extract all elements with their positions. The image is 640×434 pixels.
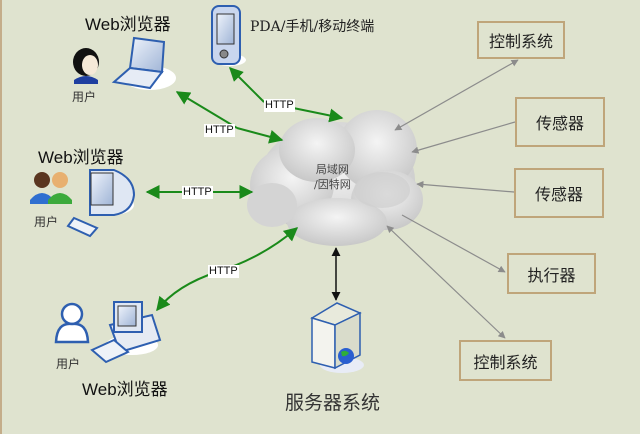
sensor-box: 传感器 bbox=[515, 97, 605, 147]
user-label: 用户 bbox=[56, 357, 81, 371]
http-label: HTTP bbox=[182, 186, 213, 199]
network-cloud-icon bbox=[247, 110, 423, 246]
http-arrow bbox=[229, 67, 265, 103]
device-arrow bbox=[411, 121, 516, 154]
server-label: 服务器系统 bbox=[285, 392, 381, 414]
device-arrow bbox=[386, 225, 506, 339]
device-arrow bbox=[401, 214, 506, 273]
network-label-line2: /因特网 bbox=[314, 178, 351, 191]
server-icon bbox=[310, 302, 364, 373]
sensor-box: 传感器 bbox=[514, 168, 604, 218]
desktop-monitor-icon bbox=[66, 169, 136, 238]
network-label-line1: 局域网 bbox=[315, 163, 349, 176]
laptop-icon bbox=[111, 36, 176, 90]
web-browser-label: Web浏览器 bbox=[38, 148, 124, 167]
two-people-icon bbox=[30, 172, 72, 204]
user-label: 用户 bbox=[72, 90, 97, 104]
web-browser-label: Web浏览器 bbox=[85, 15, 171, 34]
http-arrow bbox=[175, 91, 238, 129]
desktop-tower-icon bbox=[90, 301, 162, 364]
generic-user-icon bbox=[54, 302, 90, 344]
user-label: 用户 bbox=[34, 215, 59, 229]
http-arrow bbox=[236, 127, 284, 144]
control-system-box: 控制系统 bbox=[459, 340, 552, 381]
http-label: HTTP bbox=[204, 124, 235, 137]
device-arrow bbox=[394, 59, 519, 131]
web-browser-label: Web浏览器 bbox=[82, 380, 168, 399]
control-system-box: 控制系统 bbox=[477, 21, 565, 59]
http-label: HTTP bbox=[208, 265, 239, 278]
device-arrow bbox=[416, 180, 515, 193]
actuator-box: 执行器 bbox=[507, 253, 596, 294]
pda-label: PDA/手机/移动终端 bbox=[250, 19, 375, 35]
single-person-icon bbox=[73, 48, 99, 84]
pda-icon bbox=[211, 5, 246, 66]
network-label: 局域网 /因特网 bbox=[314, 162, 351, 192]
http-label: HTTP bbox=[264, 99, 295, 112]
